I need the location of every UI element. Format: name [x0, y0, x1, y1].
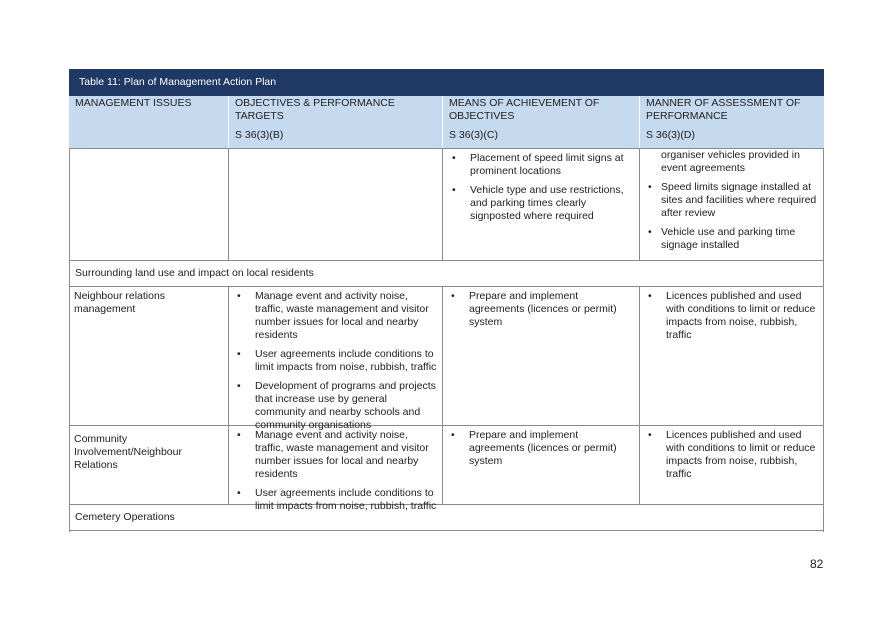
list-item: Manage event and activity noise, traffic… [234, 429, 437, 481]
list-item: Licences published and used with conditi… [645, 429, 819, 481]
list-item: User agreements include conditions to li… [234, 348, 437, 374]
header-label: MANNER OF ASSESSMENT OF PERFORMANCE [646, 97, 801, 122]
list-item: User agreements include conditions to li… [234, 487, 437, 513]
header-section-ref: S 36(3)(C) [449, 129, 499, 141]
list-item: Vehicle use and parking time signage ins… [645, 226, 819, 252]
list-item: Placement of speed limit signs at promin… [449, 152, 634, 178]
header-label: MANAGEMENT ISSUES [75, 97, 192, 109]
objectives-cell [228, 149, 442, 260]
list-item: Prepare and implement agreements (licenc… [448, 429, 634, 468]
section-heading: Cemetery Operations [69, 505, 824, 531]
header-objectives: OBJECTIVES & PERFORMANCE TARGETS S 36(3)… [228, 96, 442, 148]
list-item: Licences published and used with conditi… [645, 290, 819, 342]
header-section-ref: S 36(3)(B) [235, 129, 284, 141]
header-management-issues: MANAGEMENT ISSUES [69, 96, 228, 148]
header-means: MEANS OF ACHIEVEMENT OF OBJECTIVES S 36(… [442, 96, 639, 148]
assessment-cell: Licences published and used with conditi… [639, 287, 824, 425]
continued-text: organiser vehicles provided in event agr… [661, 149, 800, 174]
assessment-cell: organiser vehicles provided in event agr… [639, 149, 824, 260]
table-header-row: MANAGEMENT ISSUES OBJECTIVES & PERFORMAN… [69, 96, 824, 149]
list-item: Vehicle type and use restrictions, and p… [449, 184, 634, 223]
header-label: MEANS OF ACHIEVEMENT OF OBJECTIVES [449, 97, 600, 122]
table-row: Placement of speed limit signs at promin… [69, 149, 824, 261]
objectives-cell: Manage event and activity noise, traffic… [228, 287, 442, 431]
action-plan-table: Table 11: Plan of Management Action Plan… [69, 69, 824, 531]
header-section-ref: S 36(3)(D) [646, 129, 696, 141]
header-label: OBJECTIVES & PERFORMANCE TARGETS [235, 97, 395, 122]
means-cell: Placement of speed limit signs at promin… [442, 149, 639, 260]
table-row: Community Involvement/Neighbour Relation… [69, 426, 824, 512]
page-number: 82 [810, 557, 824, 571]
list-item: Development of programs and projects tha… [234, 380, 437, 432]
assessment-cell: Licences published and used with conditi… [639, 426, 824, 504]
table-title: Table 11: Plan of Management Action Plan [69, 69, 824, 96]
list-item: Prepare and implement agreements (licenc… [448, 290, 634, 329]
issue-cell: Community Involvement/Neighbour Relation… [74, 433, 182, 471]
objectives-cell: Manage event and activity noise, traffic… [228, 426, 442, 512]
issue-cell: Neighbour relations management [74, 290, 166, 315]
list-item: Speed limits signage installed at sites … [645, 181, 819, 220]
list-item: Manage event and activity noise, traffic… [234, 290, 437, 342]
means-cell: Prepare and implement agreements (licenc… [442, 287, 639, 425]
table-row: Neighbour relations management Manage ev… [69, 287, 824, 431]
section-heading: Surrounding land use and impact on local… [69, 261, 824, 287]
issue-cell [69, 149, 228, 260]
header-assessment: MANNER OF ASSESSMENT OF PERFORMANCE S 36… [639, 96, 824, 148]
means-cell: Prepare and implement agreements (licenc… [442, 426, 639, 504]
